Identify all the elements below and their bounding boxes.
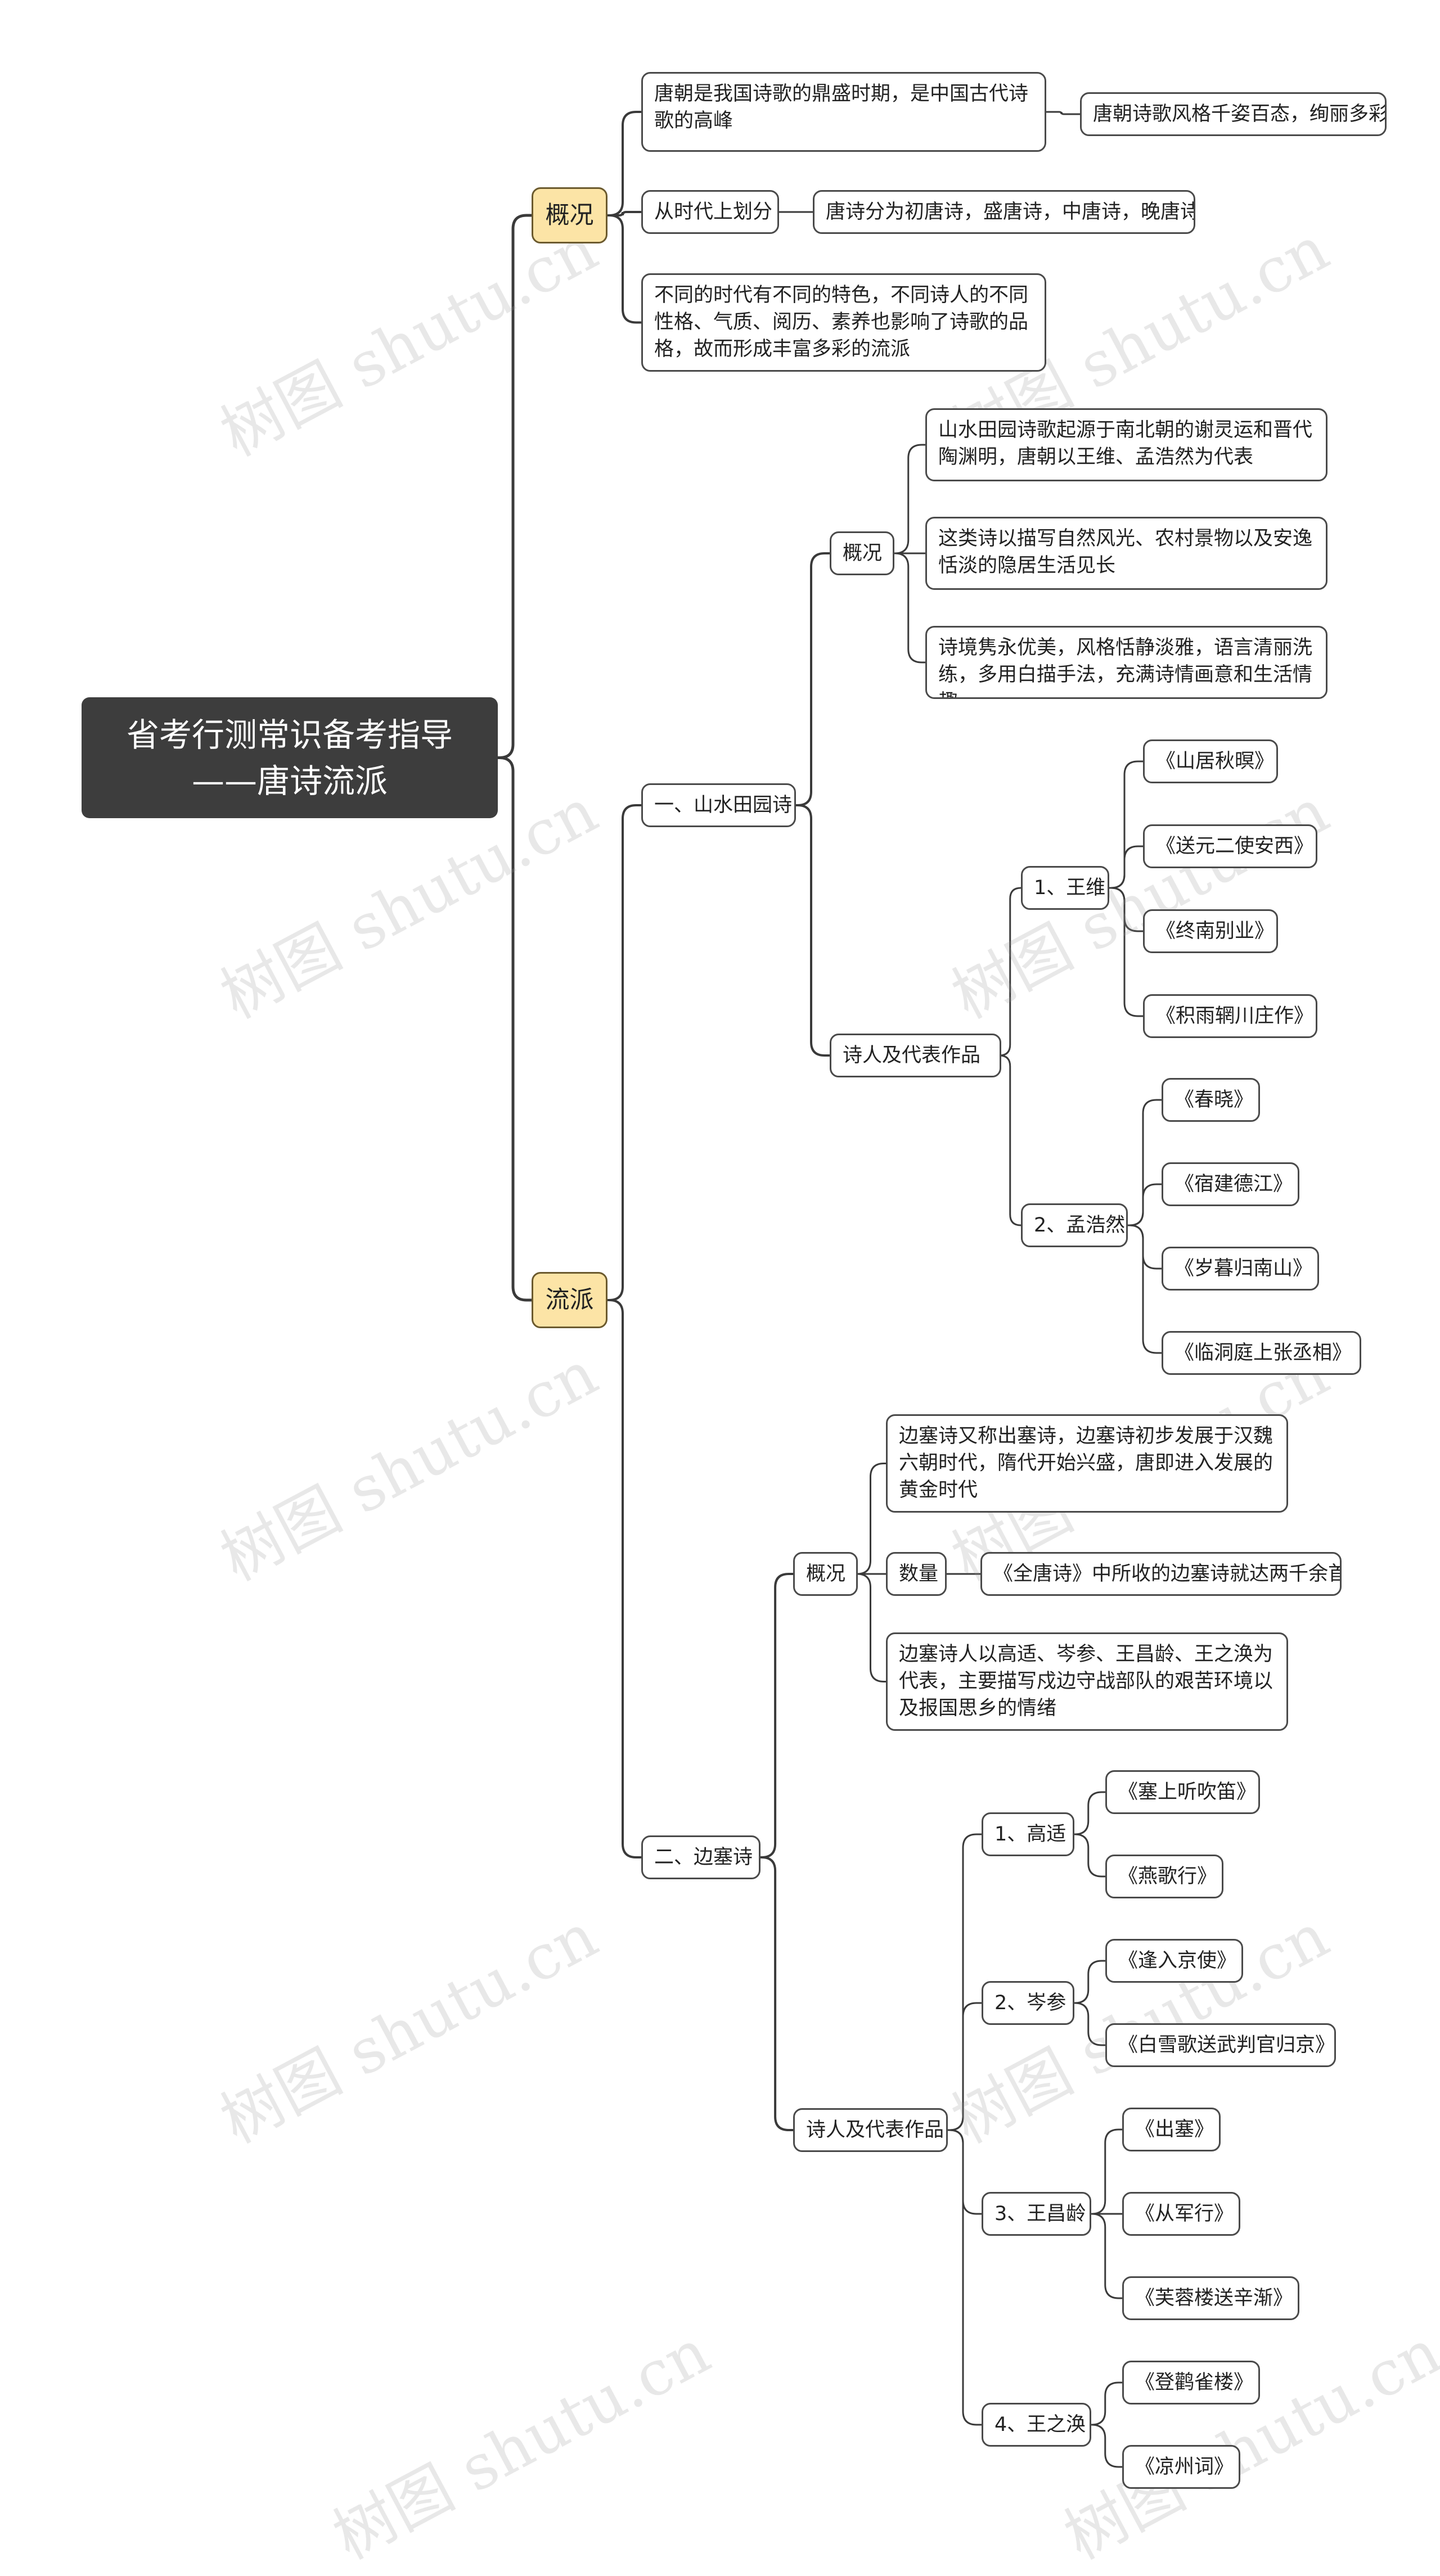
- connector-line: [498, 756, 532, 1302]
- pastoral-overview[interactable]: 概况: [830, 531, 894, 575]
- root-topic[interactable]: 省考行测常识备考指导——唐诗流派: [82, 697, 498, 818]
- school-pastoral-poetry[interactable]: 一、山水田园诗: [641, 783, 796, 827]
- work-title[interactable]: 《山居秋暝》: [1143, 739, 1278, 783]
- school-frontier-poetry[interactable]: 二、边塞诗: [641, 1835, 760, 1879]
- connector-line: [948, 2002, 982, 2131]
- connector-lines: [498, 111, 1162, 2468]
- work-title[interactable]: 《燕歌行》: [1105, 1855, 1223, 1898]
- connector-line: [608, 211, 641, 216]
- connector-line: [999, 887, 1022, 1057]
- work-title[interactable]: 《春晓》: [1162, 1078, 1260, 1122]
- work-title[interactable]: 《终南别业》: [1143, 909, 1278, 953]
- connector-line: [1046, 111, 1080, 115]
- overview-style-note[interactable]: 唐朝诗歌风格千姿百态，绚丽多彩: [1080, 92, 1387, 136]
- topic-schools[interactable]: 流派: [532, 1272, 608, 1328]
- work-title[interactable]: 《临洞庭上张丞相》: [1162, 1331, 1361, 1375]
- poet-wang-zhihuan[interactable]: 4、王之涣: [982, 2403, 1091, 2447]
- overview-era-division[interactable]: 从时代上划分: [641, 190, 779, 234]
- connector-line: [1074, 1791, 1105, 1835]
- pastoral-subject-note[interactable]: 这类诗以描写自然风光、农村景物以及安逸恬淡的隐居生活见长: [925, 517, 1328, 590]
- connector-line: [999, 1054, 1022, 1226]
- work-title[interactable]: 《从军行》: [1122, 2192, 1240, 2236]
- connector-line: [796, 552, 830, 806]
- work-title[interactable]: 《芙蓉楼送辛渐》: [1122, 2276, 1299, 2320]
- work-title[interactable]: 《积雨辋川庄作》: [1143, 994, 1317, 1038]
- connector-line: [1091, 2424, 1122, 2468]
- connector-line: [1074, 2002, 1105, 2046]
- poet-meng-haoran[interactable]: 2、孟浩然: [1021, 1203, 1128, 1247]
- work-title[interactable]: 《白雪歌送武判官归京》: [1105, 2023, 1336, 2067]
- connector-line: [1128, 1183, 1162, 1226]
- work-title[interactable]: 《送元二使安西》: [1143, 824, 1317, 868]
- connector-line: [608, 1299, 641, 1858]
- connector-line: [1109, 845, 1143, 889]
- pastoral-poets[interactable]: 诗人及代表作品: [830, 1034, 1001, 1077]
- work-title[interactable]: 《逢入京使》: [1105, 1939, 1243, 1983]
- connector-line: [857, 1463, 886, 1575]
- connector-line: [608, 214, 641, 324]
- connector-line: [1109, 887, 1143, 932]
- overview-schools-note[interactable]: 不同的时代有不同的特色，不同诗人的不同性格、气质、阅历、素养也影响了诗歌的品格，…: [641, 273, 1046, 372]
- frontier-poets-note[interactable]: 边塞诗人以高适、岑参、王昌龄、王之涣为代表，主要描写戍边守战部队的艰苦环境以及报…: [886, 1632, 1288, 1731]
- connector-line: [1091, 2128, 1122, 2215]
- connector-line: [608, 804, 641, 1301]
- poet-wang-wei[interactable]: 1、王维: [1021, 866, 1109, 910]
- connector-line: [1128, 1099, 1162, 1226]
- work-title[interactable]: 《岁暮归南山》: [1162, 1247, 1319, 1291]
- poet-gao-shi[interactable]: 1、高适: [982, 1812, 1074, 1856]
- connector-line: [1109, 760, 1143, 889]
- connector-line: [948, 2129, 982, 2426]
- connector-line: [1074, 1833, 1105, 1878]
- frontier-overview[interactable]: 概况: [793, 1552, 858, 1596]
- overview-four-periods[interactable]: 唐诗分为初唐诗，盛唐诗，中唐诗，晚唐诗: [813, 190, 1195, 234]
- connector-line: [1109, 887, 1143, 1017]
- poet-cen-shen[interactable]: 2、岑参: [982, 1981, 1074, 2025]
- connector-line: [894, 552, 925, 664]
- work-title[interactable]: 《登鹳雀楼》: [1122, 2361, 1260, 2404]
- frontier-count[interactable]: 数量: [886, 1552, 947, 1596]
- connector-line: [857, 1573, 886, 1682]
- connector-line: [1074, 1960, 1105, 2004]
- connector-line: [760, 1573, 793, 1858]
- poet-wang-changling[interactable]: 3、王昌龄: [982, 2192, 1091, 2236]
- work-title[interactable]: 《宿建德江》: [1162, 1162, 1299, 1206]
- connector-line: [894, 444, 925, 554]
- connector-line: [1128, 1224, 1162, 1270]
- connector-line: [608, 111, 641, 216]
- connector-line: [796, 804, 830, 1057]
- pastoral-style-note[interactable]: 诗境隽永优美，风格恬静淡雅，语言清丽洗练，多用白描手法，充满诗情画意和生活情趣: [925, 626, 1328, 699]
- overview-peak-note[interactable]: 唐朝是我国诗歌的鼎盛时期，是中国古代诗歌的高峰: [641, 72, 1046, 152]
- connector-line: [1128, 1224, 1162, 1354]
- connector-line: [760, 1856, 793, 2131]
- frontier-count-note[interactable]: 《全唐诗》中所收的边塞诗就达两千余首: [980, 1552, 1342, 1596]
- connector-line: [1091, 2213, 1122, 2299]
- work-title[interactable]: 《出塞》: [1122, 2108, 1221, 2151]
- work-title[interactable]: 《塞上听吹笛》: [1105, 1770, 1260, 1814]
- frontier-origin-note[interactable]: 边塞诗又称出塞诗，边塞诗初步发展于汉魏六朝时代，隋代开始兴盛，唐即进入发展的黄金…: [886, 1414, 1288, 1513]
- connector-line: [498, 214, 532, 759]
- topic-overview[interactable]: 概况: [532, 187, 608, 243]
- connector-line: [948, 1833, 982, 2131]
- work-title[interactable]: 《凉州词》: [1122, 2445, 1240, 2489]
- connector-line: [948, 2129, 982, 2215]
- connector-line: [1091, 2381, 1122, 2426]
- pastoral-origin-note[interactable]: 山水田园诗歌起源于南北朝的谢灵运和晋代陶渊明，唐朝以王维、孟浩然为代表: [925, 408, 1328, 481]
- frontier-poets[interactable]: 诗人及代表作品: [793, 2108, 948, 2152]
